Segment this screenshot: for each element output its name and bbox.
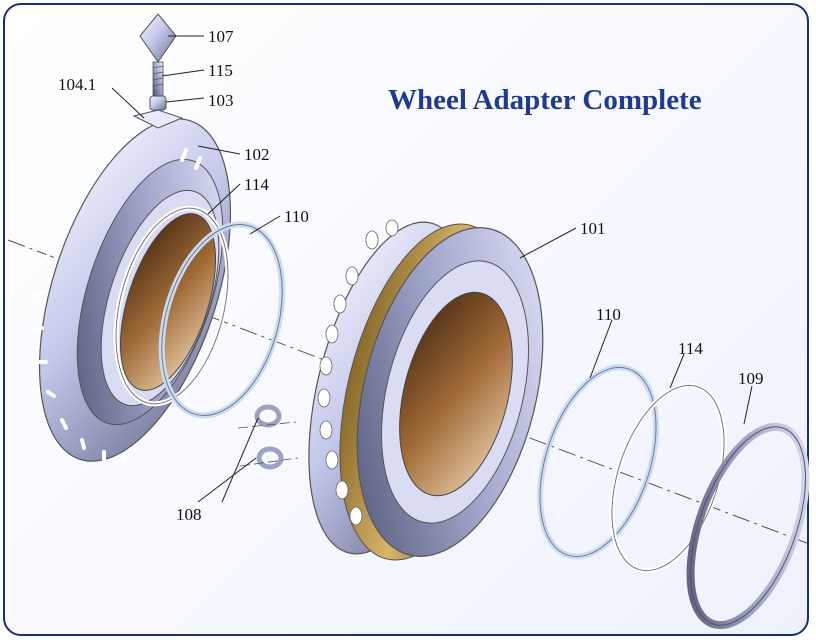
leader-lines [111, 35, 753, 503]
small-seals-108 [237, 404, 299, 470]
callout-102: 102 [244, 145, 270, 164]
callout-114-left: 114 [244, 175, 269, 194]
callout-108: 108 [176, 505, 202, 524]
callout-107: 107 [208, 27, 234, 46]
diagram-title: Wheel Adapter Complete [388, 84, 702, 116]
callout-109: 109 [738, 369, 764, 388]
retaining-ring-109 [686, 422, 810, 630]
o-ring-114-right [609, 382, 727, 574]
callout-110-left: 110 [284, 207, 309, 226]
callout-103: 103 [208, 91, 234, 110]
valve-assembly-107-115-103 [132, 13, 184, 129]
seal-ring-110-right [537, 364, 659, 560]
callout-104-1: 104.1 [58, 75, 97, 94]
callout-114-right: 114 [678, 339, 703, 358]
center-axis-line [7, 239, 813, 546]
callout-115: 115 [208, 61, 233, 80]
callout-110-right: 110 [596, 305, 621, 324]
callout-101: 101 [580, 219, 606, 238]
adapter-body-101 [308, 219, 544, 561]
